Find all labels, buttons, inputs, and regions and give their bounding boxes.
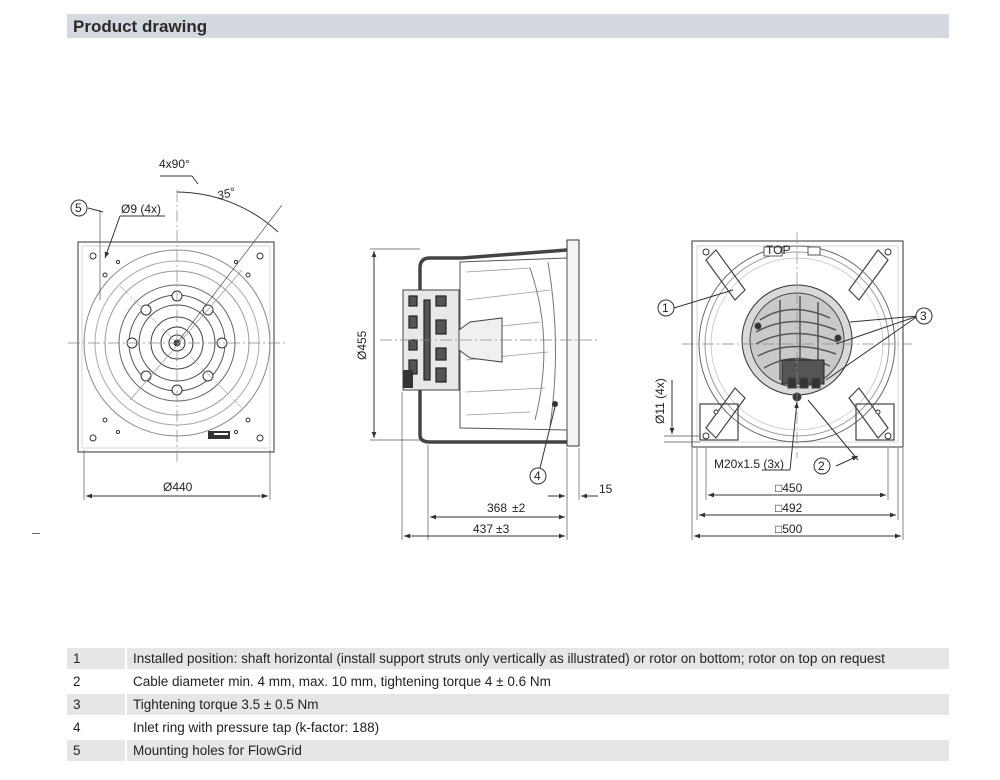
callout-1: 1 (662, 301, 669, 315)
table-row: 2 Cable diameter min. 4 mm, max. 10 mm, … (67, 671, 949, 692)
table-row: 5 Mounting holes for FlowGrid (67, 740, 949, 761)
cable-gland-label: M20x1.5 (3x) (714, 457, 784, 471)
hole-diameter-label: Ø9 (4x) (121, 202, 161, 216)
note-number: 3 (67, 694, 127, 715)
section-title: Product drawing (73, 17, 208, 36)
front-view-labels: 4x90° 35° Ø9 (4x) 5 Ø440 (70, 157, 237, 494)
note-number: 2 (67, 671, 127, 692)
dim-15-label: 15 (599, 482, 613, 496)
note-text: Inlet ring with pressure tap (k-factor: … (127, 717, 949, 738)
mounting-holes (89, 252, 264, 442)
note-text: Cable diameter min. 4 mm, max. 10 mm, ti… (127, 671, 949, 692)
angle-arc (176, 191, 279, 233)
dim-450-label: □450 (775, 481, 803, 495)
callout-4: 4 (534, 469, 541, 483)
product-drawing: 4x90° 35° Ø9 (4x) 5 Ø440 (68, 157, 933, 540)
side-flange (566, 239, 580, 447)
impeller-body (459, 257, 568, 431)
side-view (370, 239, 600, 540)
dim-368-label: 368 (487, 501, 507, 515)
note-text: Tightening torque 3.5 ± 0.5 Nm (127, 694, 949, 715)
margin-mark (32, 533, 40, 534)
dim-437-tolerance: ±3 (496, 522, 510, 536)
table-row: 4 Inlet ring with pressure tap (k-factor… (67, 717, 949, 738)
dim-437-label: 437 (473, 522, 493, 536)
callout-2: 2 (818, 459, 825, 473)
angle-label: 4x90° (159, 157, 190, 171)
notes-table: 1 Installed position: shaft horizontal (… (67, 646, 949, 763)
dim-492-label: □492 (775, 501, 803, 515)
table-row: 1 Installed position: shaft horizontal (… (67, 648, 949, 669)
callout-3: 3 (920, 309, 927, 323)
front-housing-plate (77, 241, 275, 453)
top-badge-label: TOP (766, 243, 790, 257)
rear-view-labels: TOP 1 3 2 Ø11 (4x) M20x1.5 (3x) □450 □49… (653, 243, 933, 536)
hole-diameter-11-label: Ø11 (4x) (653, 378, 667, 424)
rear-view (664, 232, 919, 540)
angle-35-label: 35° (215, 185, 236, 203)
callout-5: 5 (75, 201, 82, 215)
front-view (68, 175, 286, 500)
note-number: 1 (67, 648, 127, 669)
side-view-labels: Ø455 4 368 ±2 15 437 ±3 (355, 330, 613, 536)
height-455-label: Ø455 (355, 330, 369, 360)
note-text: Installed position: shaft horizontal (in… (127, 648, 949, 669)
section-header-bar: Product drawing (67, 14, 949, 38)
diameter-440-label: Ø440 (163, 480, 193, 494)
note-text: Mounting holes for FlowGrid (127, 740, 949, 761)
dim-500-label: □500 (775, 522, 803, 536)
table-row: 3 Tightening torque 3.5 ± 0.5 Nm (67, 694, 949, 715)
note-number: 5 (67, 740, 127, 761)
note-number: 4 (67, 717, 127, 738)
dim-368-tolerance: ±2 (512, 501, 526, 515)
